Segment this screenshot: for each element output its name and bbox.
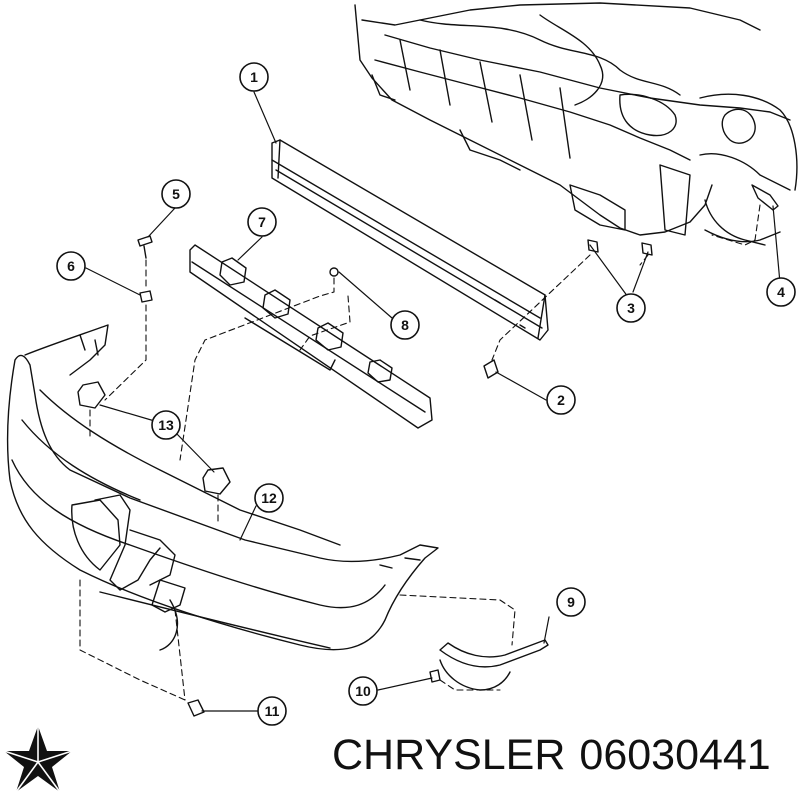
svg-text:4: 4 xyxy=(777,284,785,300)
svg-text:13: 13 xyxy=(158,417,174,433)
callout-8: 8 xyxy=(390,310,420,340)
callout-11: 11 xyxy=(257,696,287,726)
callout-1: 1 xyxy=(239,62,269,92)
callout-9: 9 xyxy=(556,587,586,617)
footer-part-label: CHRYSLER 06030441 xyxy=(332,734,785,777)
callout-13: 13 xyxy=(151,410,181,440)
pentastar-logo-icon xyxy=(3,726,73,793)
vehicle-body-structure xyxy=(354,2,798,256)
callout-2: 2 xyxy=(546,385,576,415)
fasteners xyxy=(77,184,779,717)
callout-3: 3 xyxy=(616,293,646,323)
part-number: 06030441 xyxy=(579,731,771,779)
svg-text:9: 9 xyxy=(567,594,575,610)
bumper-fascia xyxy=(6,324,439,651)
svg-text:12: 12 xyxy=(261,490,277,506)
svg-text:6: 6 xyxy=(67,258,75,274)
callout-10: 10 xyxy=(348,676,378,706)
callout-5: 5 xyxy=(161,179,191,209)
bumper-reinforcement-bar xyxy=(271,139,549,341)
assembly-lines xyxy=(79,204,761,701)
svg-text:7: 7 xyxy=(258,214,266,230)
svg-text:11: 11 xyxy=(265,703,280,719)
splash-shield xyxy=(439,639,549,691)
callout-markers: 1 2 3 4 5 6 7 8 xyxy=(56,62,796,726)
svg-text:3: 3 xyxy=(627,300,635,316)
svg-text:1: 1 xyxy=(250,69,258,85)
callout-4: 4 xyxy=(766,277,796,307)
leader-lines xyxy=(85,91,781,712)
callout-12: 12 xyxy=(254,483,284,513)
brand-name: CHRYSLER xyxy=(332,731,566,779)
svg-text:8: 8 xyxy=(401,317,409,333)
svg-text:5: 5 xyxy=(172,186,180,202)
energy-absorber xyxy=(189,244,433,429)
svg-text:2: 2 xyxy=(557,392,565,408)
callout-6: 6 xyxy=(56,251,86,281)
callout-7: 7 xyxy=(247,207,277,237)
svg-text:10: 10 xyxy=(355,683,371,699)
